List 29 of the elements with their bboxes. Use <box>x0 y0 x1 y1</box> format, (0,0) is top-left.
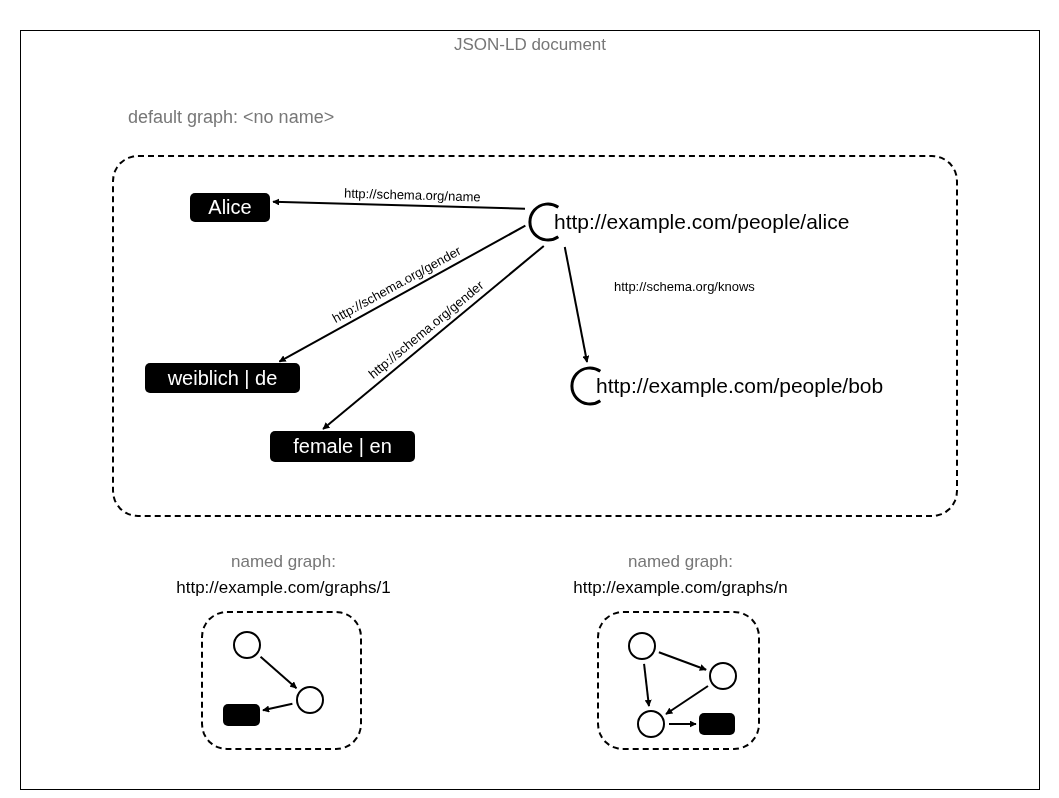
arrow <box>272 198 526 210</box>
node-circle <box>233 631 261 659</box>
arrow <box>643 662 652 708</box>
resource-uri: http://example.com/people/bob <box>596 374 884 398</box>
arrow <box>668 720 697 728</box>
literal-box: Alice <box>190 193 270 222</box>
document-title: JSON-LD document <box>452 35 608 55</box>
graph-heading: named graph: <box>628 551 733 573</box>
filled-box <box>699 713 735 735</box>
literal-box: weiblich | de <box>145 363 300 393</box>
arrow <box>665 685 709 715</box>
filled-box <box>223 704 260 726</box>
node-circle <box>637 710 665 738</box>
graph-heading: default graph: <no name> <box>128 107 335 128</box>
arrow <box>322 244 545 431</box>
graph-heading: named graph: <box>231 551 336 573</box>
arrow <box>657 651 708 671</box>
edge-label: http://schema.org/name <box>341 185 483 205</box>
arrow <box>261 702 294 713</box>
graph-name: http://example.com/graphs/n <box>573 577 788 599</box>
literal-box: female | en <box>270 431 415 462</box>
graph-name: http://example.com/graphs/1 <box>176 577 391 599</box>
node-circle <box>296 686 324 714</box>
arrow <box>259 655 298 690</box>
resource-uri: http://example.com/people/alice <box>554 210 850 234</box>
node-circle <box>709 662 737 690</box>
node-circle <box>628 632 656 660</box>
arrow <box>563 245 590 364</box>
arrow <box>278 224 527 363</box>
